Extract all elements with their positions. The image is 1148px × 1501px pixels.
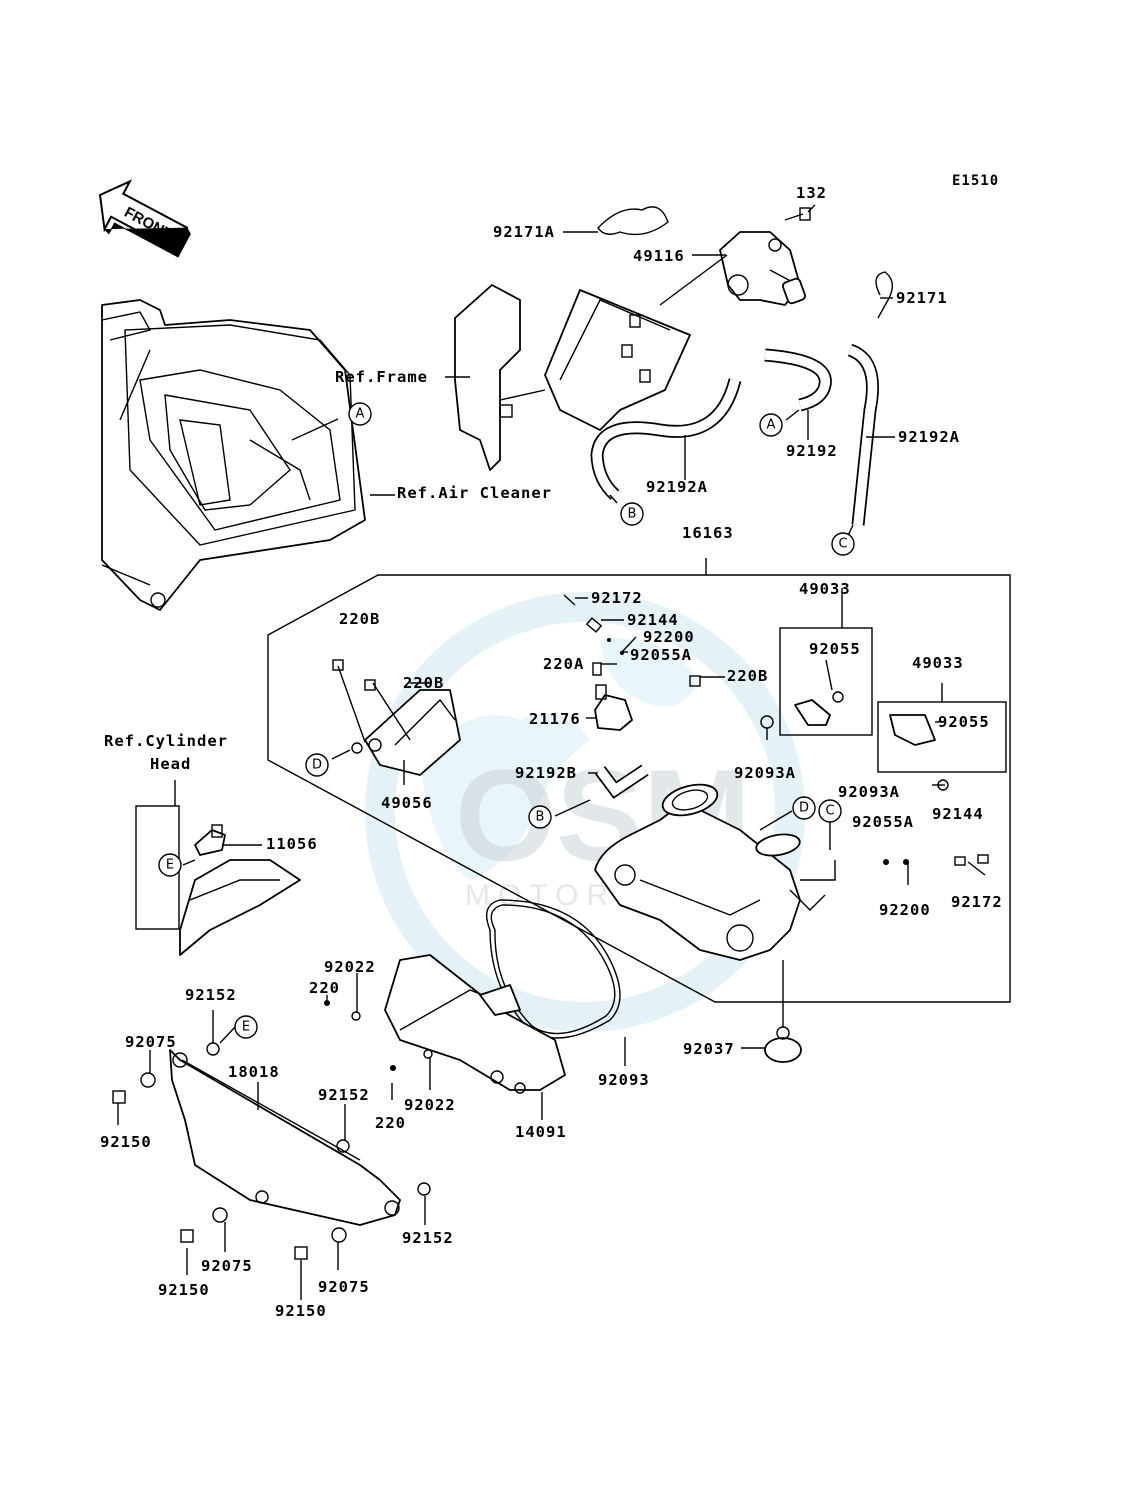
part-92172-1: 92172 [591,589,643,607]
clamp-92037 [764,960,802,1063]
part-92192: 92192 [786,442,838,460]
part-18018: 18018 [228,1063,280,1081]
part-92152-3: 92152 [402,1229,454,1247]
bracket-11056 [135,805,301,956]
connector-A-2: A [759,413,783,437]
part-92192B: 92192B [515,764,577,782]
throttle-body [594,783,836,961]
connector-E-2: E [234,1015,258,1039]
ref-cylinder-head-label: Ref.Cylinder [104,732,228,750]
svg-text:D: D [312,758,322,773]
clamp-92171A [597,206,669,236]
part-92150-1: 92150 [100,1133,152,1151]
part-92150-3: 92150 [275,1302,327,1320]
part-14091: 14091 [515,1123,567,1141]
part-92093A-2: 92093A [838,783,900,801]
part-92192A-1: 92192A [898,428,960,446]
part-49056: 49056 [381,794,433,812]
svg-text:E: E [166,858,174,873]
part-92144-2: 92144 [932,805,984,823]
injector-49033-2 [877,701,1007,791]
part-92152-2: 92152 [318,1086,370,1104]
ref-frame-label: Ref.Frame [335,368,428,386]
part-49033-2: 49033 [912,654,964,672]
leader-lines [117,204,986,1300]
connector-A-1: A [348,402,372,426]
svg-text:C: C [825,804,834,819]
part-92075-3: 92075 [318,1278,370,1296]
part-49116: 49116 [633,247,685,265]
hoses [590,343,879,799]
clamp-92171 [875,271,893,319]
part-49033-1: 49033 [799,580,851,598]
part-92022-1: 92022 [324,958,376,976]
part-132: 132 [796,184,827,202]
valve-49116 [719,231,806,306]
part-92055-1: 92055 [809,640,861,658]
part-220-1: 220 [309,979,340,997]
cover-14091 [324,954,566,1094]
connector-E-1: E [158,853,182,877]
watermark: OSM MOTORRAD [365,592,805,1032]
bolt-132 [784,207,811,221]
ref-air-cleaner-label: Ref.Air Cleaner [397,484,552,502]
connector-C-2: C [818,799,842,823]
part-220B-2: 220B [339,610,380,628]
front-arrow-icon: FRONT [98,179,191,258]
svg-text:A: A [767,418,776,433]
assembly-outline-16163 [267,558,1011,1003]
part-92144-1: 92144 [627,611,679,629]
part-92150-2: 92150 [158,1281,210,1299]
part-220A: 220A [543,655,584,673]
cover-18018 [112,1042,431,1260]
air-cleaner-housing [101,299,366,611]
part-92075-2: 92075 [201,1257,253,1275]
connector-D-1: D [305,753,329,777]
part-92037: 92037 [683,1040,735,1058]
connector-B-1: B [620,502,644,526]
part-220-2: 220 [375,1114,406,1132]
part-220B-3: 220B [403,674,444,692]
frame-bracket [454,284,691,471]
svg-text:B: B [536,810,545,825]
part-92075-1: 92075 [125,1033,177,1051]
part-92200-1: 92200 [643,628,695,646]
connector-B-2: B [528,805,552,829]
injector-49033-1 [779,627,873,736]
diagram-code: E1510 [952,173,999,189]
part-16163: 16163 [682,524,734,542]
part-92152-1: 92152 [185,986,237,1004]
svg-text:C: C [838,537,847,552]
connector-C-1: C [831,532,855,556]
bracket-49056 [332,659,461,776]
svg-text:E: E [242,1020,250,1035]
oring-92093 [486,899,621,1039]
part-92192A-2: 92192A [646,478,708,496]
part-92171A: 92171A [493,223,555,241]
ref-cylinder-head-label-2: Head [150,755,191,773]
part-92055-2: 92055 [938,713,990,731]
part-220B-1: 220B [727,667,768,685]
part-92171: 92171 [896,289,948,307]
part-92172-2: 92172 [951,893,1003,911]
svg-text:B: B [628,507,637,522]
part-21176: 21176 [529,710,581,728]
part-92055A-2: 92055A [852,813,914,831]
svg-text:D: D [799,801,809,816]
part-92022-2: 92022 [404,1096,456,1114]
part-92200-2: 92200 [879,901,931,919]
part-92093A-1: 92093A [734,764,796,782]
small-parts [563,594,989,866]
part-92093: 92093 [598,1071,650,1089]
connector-D-2: D [792,796,816,820]
svg-text:A: A [356,407,365,422]
part-labels: 132 92171A 49116 92171 92192 92192A 9219… [100,184,1003,1320]
sensor-21176 [594,684,633,731]
part-92055A-1: 92055A [630,646,692,664]
part-11056: 11056 [266,835,318,853]
